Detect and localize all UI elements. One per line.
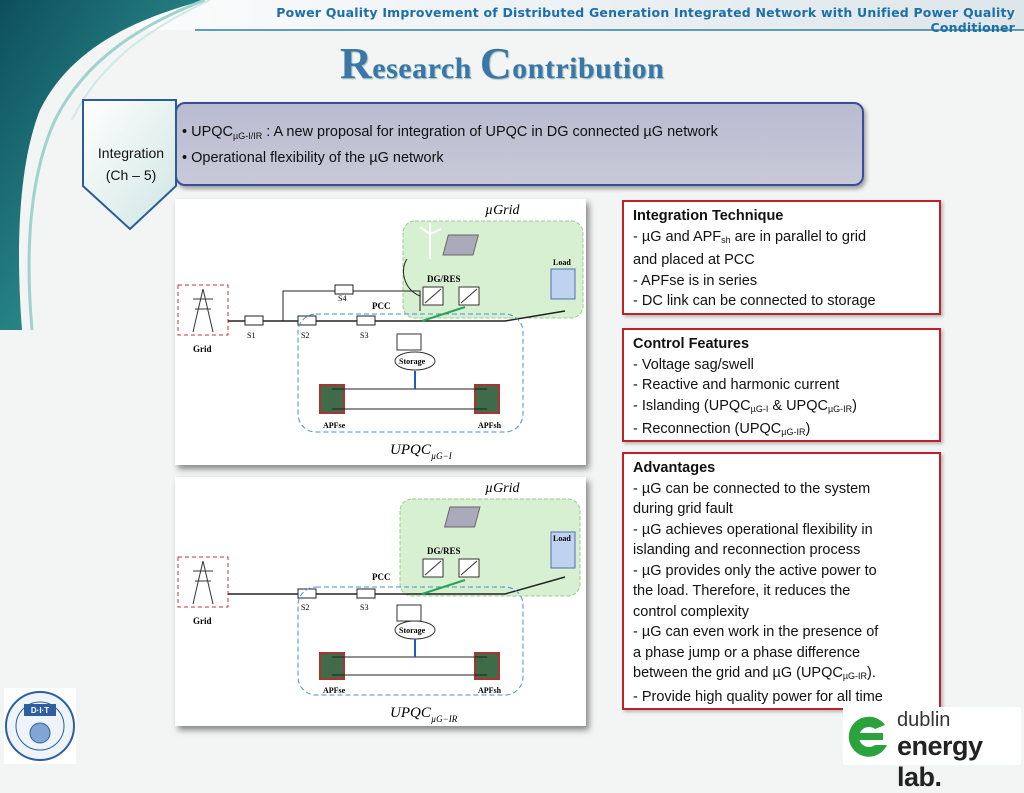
bullet-upqc-proposal: • UPQCµG-I/IR : A new proposal for integ…	[182, 124, 718, 141]
advantages-box: Advantages - µG can be connected to the …	[622, 452, 941, 710]
svg-text:Storage: Storage	[399, 626, 426, 635]
control-features-box: Control Features - Voltage sag/swell - R…	[622, 328, 941, 442]
svg-text:APFsh: APFsh	[478, 421, 502, 430]
solar-panel-icon	[442, 234, 479, 256]
diagram-upqc-ug-ir: µGrid DG/RES Load Grid S2 S3 PCC APFse A…	[175, 477, 586, 726]
grid-label: Grid	[193, 344, 212, 354]
storage-block	[394, 351, 436, 371]
storage-converter	[396, 333, 422, 351]
switch-s1	[244, 315, 264, 326]
svg-text:Grid: Grid	[193, 616, 212, 626]
dgres-label: DG/RES	[427, 274, 461, 284]
page-title: Research Contribution	[340, 39, 665, 88]
svg-text:µGrid: µGrid	[485, 481, 521, 496]
mugrid-label: µGrid	[485, 203, 521, 218]
svg-text:PCC: PCC	[372, 572, 391, 582]
grid-tower-box	[177, 556, 229, 608]
dublin-energy-lab-logo: dublin energy lab.	[843, 707, 1021, 792]
switch-s4	[334, 284, 354, 295]
svg-text:Load: Load	[553, 534, 571, 543]
svg-text:DG/RES: DG/RES	[427, 546, 461, 556]
integration-chevron	[82, 99, 177, 231]
apfsh-block	[474, 384, 500, 414]
svg-text:APFse: APFse	[323, 421, 346, 430]
svg-text:µG−I: µG−I	[431, 451, 453, 461]
svg-text:S3: S3	[360, 603, 368, 612]
load-icon	[550, 531, 576, 569]
integration-bullets: • UPQCµG-I/IR : A new proposal for integ…	[182, 121, 718, 169]
grid-tower-icon	[192, 560, 214, 605]
bullet-operational-flexibility: • Operational flexibility of the µG netw…	[182, 150, 444, 166]
switch-s2	[297, 315, 317, 326]
energy-lab-e-icon	[848, 716, 887, 757]
svg-text:S3: S3	[360, 331, 368, 340]
wind-turbine-icon	[419, 223, 442, 259]
svg-text:S2: S2	[301, 603, 309, 612]
integration-technique-box: Integration Technique - µG and APFsh are…	[622, 200, 941, 315]
pcc-label: PCC	[372, 301, 391, 311]
load-icon	[550, 268, 576, 300]
svg-text:S1: S1	[247, 331, 255, 340]
load-label: Load	[553, 258, 571, 267]
svg-text:µG−IR: µG−IR	[431, 714, 458, 724]
integration-card	[175, 102, 864, 186]
svg-text:S4: S4	[338, 294, 346, 303]
upqc-boundary	[297, 313, 524, 433]
switch-s3	[356, 588, 376, 599]
svg-text:S2: S2	[301, 331, 309, 340]
svg-text:Storage: Storage	[399, 357, 426, 366]
svg-text:APFse: APFse	[323, 686, 346, 695]
header-title: Power Quality Improvement of Distributed…	[276, 5, 1015, 35]
switch-s3	[356, 315, 376, 326]
grid-tower-icon	[192, 288, 214, 333]
dit-logo: D·I·T	[4, 688, 76, 764]
grid-tower-box	[177, 284, 229, 336]
svg-text:APFsh: APFsh	[478, 686, 502, 695]
switch-s2	[297, 588, 317, 599]
solar-panel-icon	[443, 506, 481, 528]
apfse-block	[319, 384, 345, 414]
integration-label: Integration (Ch – 5)	[97, 145, 165, 183]
svg-text:D·I·T: D·I·T	[31, 706, 49, 715]
diagram-upqc-ug-i: µGrid DG/RES Load Grid S1 S2 S3 S4 PCC A…	[175, 199, 586, 465]
svg-text:UPQC: UPQC	[390, 442, 432, 458]
svg-text:UPQC: UPQC	[390, 705, 432, 721]
